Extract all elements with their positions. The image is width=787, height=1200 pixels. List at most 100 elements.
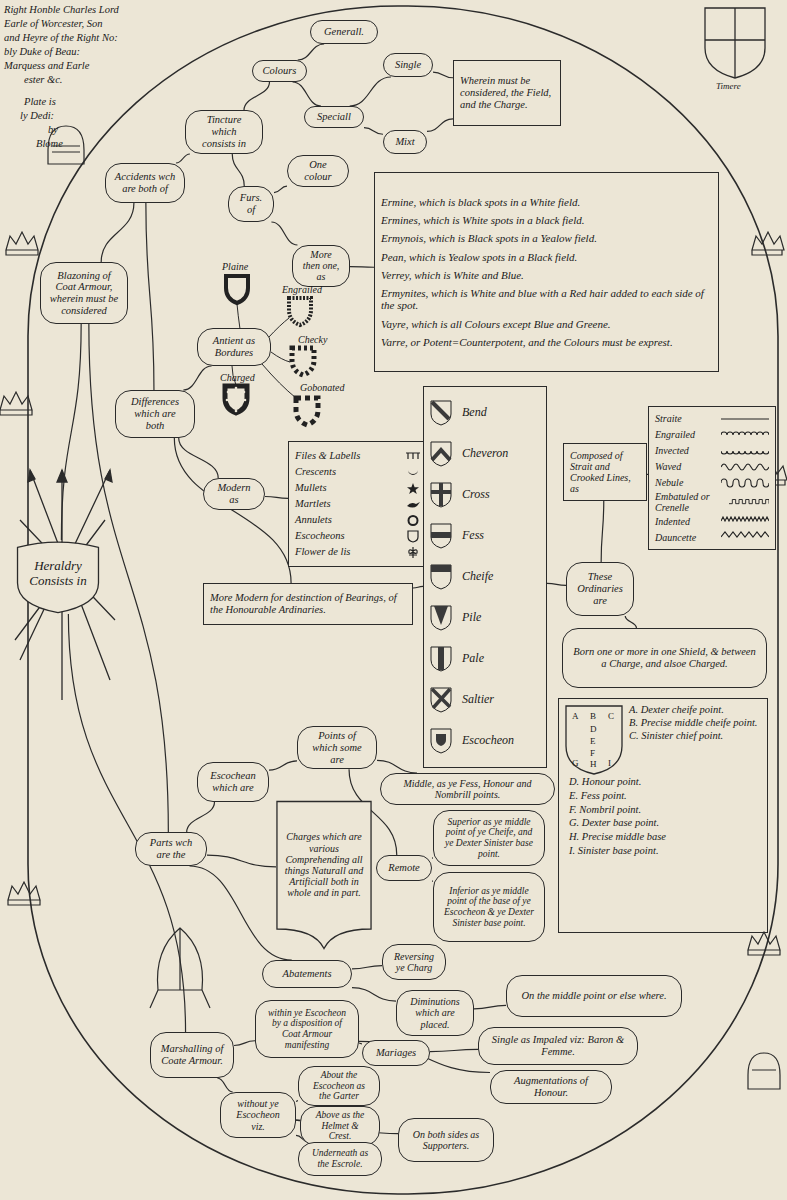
node-text: A. Dexter cheife point.	[629, 704, 761, 716]
branch-line	[207, 855, 276, 867]
node-text: Files & Labells	[295, 450, 360, 462]
dedication-text: by	[48, 124, 58, 136]
node-text: I. Sinister base point.	[569, 845, 761, 857]
branch-line	[298, 44, 324, 60]
node-text: Blazoning of Coat Armour, wherein must b…	[49, 270, 119, 317]
bordure-label: Checky	[298, 334, 327, 345]
branch-line	[265, 497, 288, 499]
branch-bubble: within ye Escocheon by a disposition of …	[255, 1000, 359, 1058]
branch-line	[101, 203, 134, 262]
node-text: Born one or more in one Shield, & betwee…	[571, 646, 758, 670]
text-box: BendCheveronCrossFessCheifePilePaleSalti…	[423, 386, 547, 768]
branch-line	[234, 1041, 255, 1046]
branch-line	[271, 222, 297, 245]
node-text: Marshalling of Coate Armour.	[159, 1043, 225, 1067]
list-row: Crescents	[295, 464, 421, 480]
node-text: Cheveron	[462, 447, 508, 460]
node-text: C. Sinister chief point.	[629, 730, 761, 742]
branch-line	[359, 1042, 362, 1044]
node-text: E. Fess point.	[569, 790, 761, 802]
node-text: Cross	[462, 488, 490, 501]
branch-line	[430, 1049, 478, 1051]
branch-line	[474, 1005, 506, 1008]
branch-line	[350, 77, 391, 106]
node-text: Annulets	[295, 514, 332, 526]
node-text: Charges which are various Comprehending …	[284, 831, 364, 898]
branch-bubble: Blazoning of Coat Armour, wherein must b…	[40, 262, 128, 324]
dedication-text: Earle of Worcester, Son	[4, 18, 102, 30]
node-text: Escocheons	[295, 530, 345, 542]
node-text: On both sides as Supporters.	[407, 1129, 485, 1151]
branch-line	[176, 154, 190, 163]
node-text: Engrailed	[655, 429, 695, 440]
branch-bubble: Born one or more in one Shield, & betwee…	[562, 628, 767, 688]
ordinary-shield	[430, 441, 452, 467]
branch-line	[352, 966, 382, 969]
node-text: On the middle point or else where.	[515, 990, 673, 1002]
branch-line	[413, 586, 423, 588]
point-letter: H	[590, 760, 597, 770]
node-text: Flower de lis	[295, 546, 350, 558]
list-row: Invected	[655, 443, 769, 459]
branch-bubble: Diminutions which are placed.	[396, 990, 474, 1036]
node-text: Antient as Bordures	[206, 335, 262, 359]
node-text: Mullets	[295, 482, 327, 494]
text-box: Composed of Strait and Crooked Lines, as	[563, 443, 647, 501]
list-row: Saltier	[430, 680, 540, 721]
line-pattern	[721, 477, 769, 489]
node-text: Crescents	[295, 466, 336, 478]
branch-bubble: without ye Escocheon viz.	[220, 1092, 296, 1138]
list-row: Engrailed	[655, 427, 769, 443]
branch-line	[625, 616, 636, 628]
point-letter: E	[590, 737, 596, 747]
node-text: Saltier	[462, 693, 494, 706]
node-text: Pean, which is Yealow spots in a Black f…	[381, 251, 712, 263]
node-text: Cheife	[462, 570, 493, 583]
dedication-text: Marquess and Earle	[4, 60, 89, 72]
branch-bubble: On the middle point or else where.	[506, 975, 682, 1017]
node-text: H. Precise middle base	[569, 831, 761, 843]
node-text: Ermynois, which is Black spots in a Yeal…	[381, 232, 712, 244]
list-row: Fess	[430, 516, 540, 557]
node-text: Above as the Helmet & Crest.	[309, 1110, 371, 1142]
list-row: Pale	[430, 639, 540, 680]
dedication-text: Plate is	[24, 96, 56, 108]
points-shield	[566, 706, 622, 774]
branch-bubble: Augmentations of Honour.	[490, 1070, 612, 1104]
dedication-text: Timere	[716, 82, 741, 92]
ordinary-shield	[430, 728, 452, 754]
list-row: Embatuled or Crenelle	[655, 491, 769, 513]
node-text: These Ordinaries are	[575, 571, 625, 606]
point-letter: F	[590, 749, 595, 759]
node-text: Heraldry Consists in	[22, 559, 94, 588]
branch-line	[187, 802, 215, 832]
branch-bubble: Mixt	[383, 130, 427, 154]
line-pattern	[721, 531, 769, 543]
branch-line	[433, 72, 453, 78]
branch-bubble: Mariages	[362, 1040, 430, 1066]
node-text: Parts wch are the	[144, 837, 198, 861]
text-box: A. Dexter cheife point.B. Precise middle…	[558, 698, 768, 933]
list-row: Nebule	[655, 475, 769, 491]
ordinary-shield	[430, 523, 452, 549]
branch-line	[427, 119, 453, 131]
oval-frame	[28, 6, 778, 1194]
text-box: Ermine, which is black spots in a White …	[374, 172, 719, 372]
line-pattern	[721, 413, 769, 425]
node-text: Superior as ye middle point of ye Cheife…	[442, 817, 536, 860]
node-text: Nebule	[655, 477, 683, 488]
branch-line	[183, 366, 211, 390]
node-text: Augmentations of Honour.	[499, 1075, 603, 1099]
branch-line	[274, 186, 287, 192]
list-row: Pile	[430, 598, 540, 639]
node-text: Dauncette	[655, 532, 696, 543]
text-box: StraiteEngrailedInvectedWavedNebuleEmbat…	[648, 406, 776, 550]
list-row: Escocheon	[430, 721, 540, 762]
charge-symbol	[405, 546, 421, 559]
node-text: Bend	[462, 406, 487, 419]
node-text: D. Honour point.	[569, 776, 761, 788]
list-row: Bend	[430, 393, 540, 434]
branch-bubble: Inferior as ye middle point of the base …	[433, 872, 545, 942]
list-row: Flower de lis	[295, 544, 421, 560]
node-text: Accidents wch are both of	[114, 171, 176, 195]
